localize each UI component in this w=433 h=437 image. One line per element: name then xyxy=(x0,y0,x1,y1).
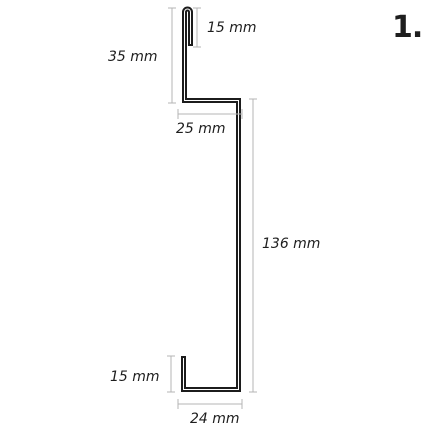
dim-upper-leg xyxy=(168,7,176,104)
label-hook-depth: 15 mm xyxy=(207,20,257,36)
label-base-width: 24 mm xyxy=(190,411,240,427)
dim-step-width xyxy=(177,109,243,119)
dim-main-height xyxy=(249,98,257,393)
dim-base-width xyxy=(177,399,243,409)
label-lower-leg: 15 mm xyxy=(110,369,160,385)
dim-hook-depth xyxy=(193,7,201,48)
label-step-width: 25 mm xyxy=(176,121,226,137)
dim-lower-leg xyxy=(167,355,175,393)
profile-outline xyxy=(181,6,241,392)
label-main-height: 136 mm xyxy=(262,236,321,252)
label-upper-leg: 35 mm xyxy=(108,49,158,65)
figure-number: 1. xyxy=(392,10,423,45)
